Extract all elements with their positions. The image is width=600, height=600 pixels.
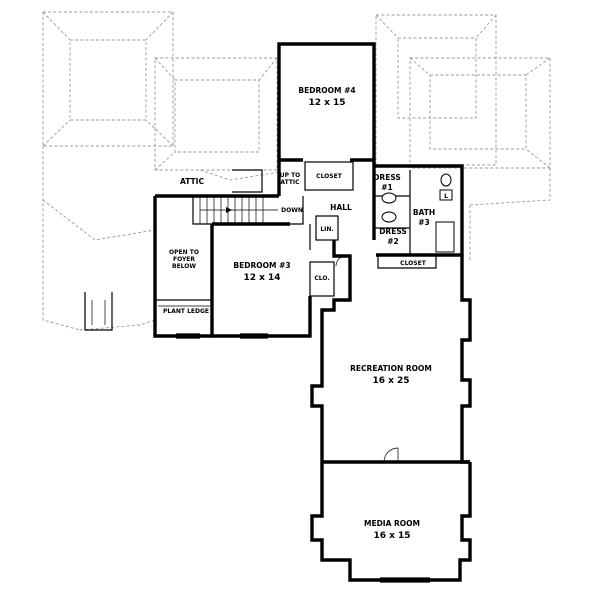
attic-stair: UP TO ATTIC [232, 160, 300, 196]
post-symbol [84, 292, 113, 331]
recreation-name: RECREATION ROOM [350, 364, 432, 373]
closet-bedroom-4: CLOSET [304, 161, 354, 191]
media-name: MEDIA ROOM [364, 519, 420, 528]
open-foyer-line1: OPEN TO [169, 249, 199, 256]
bedroom-3-name: BEDROOM #3 [233, 261, 290, 270]
bedroom-4-name: BEDROOM #4 [298, 86, 355, 95]
shelf-mark: L [444, 193, 448, 200]
stair-arrow-icon [226, 207, 232, 213]
bath-suite: DRESS #1 BATH #3 DRESS #2 L CLOSET [372, 164, 464, 269]
recreation-media-wing: RECREATION ROOM 16 x 25 MEDIA ROOM 16 x … [310, 240, 472, 583]
up-attic-line2: ATTIC [280, 179, 300, 186]
hall-label: HALL [330, 203, 352, 212]
dress-2-num: #2 [387, 237, 399, 246]
down-label: DOWN [281, 207, 303, 214]
closet-dress2-label: CLOSET [400, 260, 427, 267]
bedroom-4: BEDROOM #4 12 x 15 [277, 42, 376, 166]
toilet-icon [440, 173, 452, 187]
plant-ledge-label: PLANT LEDGE [163, 308, 209, 315]
up-attic-line1: UP TO [280, 172, 301, 179]
bedroom-3: BEDROOM #3 12 x 14 [176, 222, 312, 339]
open-foyer-line3: BELOW [172, 263, 196, 270]
media-size: 16 x 15 [373, 531, 410, 541]
closet-clo: CLO. [309, 261, 335, 297]
bath-3-num: #3 [418, 218, 430, 227]
dress-1-num: #1 [381, 183, 393, 192]
open-foyer-line2: FOYER [173, 256, 195, 263]
roof-outline-below [42, 11, 551, 331]
bathtub-icon [435, 221, 455, 253]
bedroom-3-size: 12 x 14 [243, 273, 280, 283]
sink-icon [381, 192, 397, 204]
attic-label: ATTIC [180, 177, 204, 186]
sink-icon [381, 211, 397, 223]
bedroom-4-size: 12 x 15 [308, 98, 345, 108]
dress-2-name: DRESS [379, 227, 407, 236]
linen-shelf-icon [439, 189, 453, 201]
dress-1-name: DRESS [373, 173, 401, 182]
closet-b4-label: CLOSET [316, 173, 343, 180]
clo-label: CLO. [314, 275, 329, 282]
hall-stair: DOWN HALL LIN. [155, 194, 352, 241]
bath-3-name: BATH [413, 208, 435, 217]
lin-label: LIN. [320, 226, 333, 233]
open-to-foyer: OPEN TO FOYER BELOW PLANT LEDGE [153, 196, 212, 338]
recreation-size: 16 x 25 [372, 376, 409, 386]
